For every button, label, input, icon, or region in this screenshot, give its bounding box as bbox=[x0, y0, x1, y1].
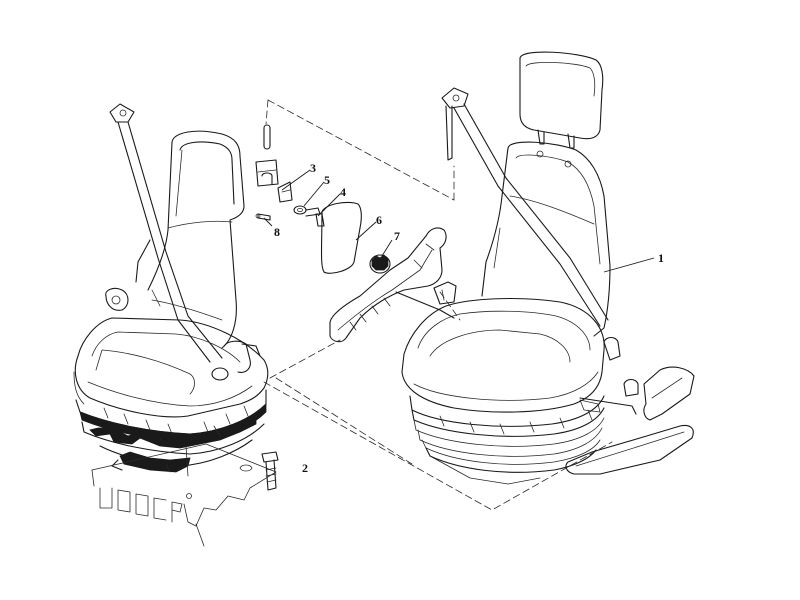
left-seat-belt bbox=[105, 103, 223, 363]
right-suspension bbox=[409, 395, 605, 485]
callout-5: 5 bbox=[324, 173, 330, 187]
assembled-seat bbox=[73, 103, 279, 547]
right-backrest bbox=[481, 141, 621, 361]
left-backrest bbox=[147, 130, 261, 381]
callout-8: 8 bbox=[274, 225, 280, 239]
top-pin bbox=[263, 124, 271, 150]
callout-4: 4 bbox=[340, 185, 346, 199]
callout-3: 3 bbox=[310, 161, 316, 175]
callout-6: 6 bbox=[376, 213, 382, 227]
knob-part-7 bbox=[369, 254, 391, 274]
callout-1: 1 bbox=[658, 251, 664, 265]
right-cushion bbox=[401, 297, 605, 413]
floor-plate bbox=[91, 443, 277, 547]
cover-part-6 bbox=[320, 201, 362, 274]
headrest bbox=[519, 51, 604, 149]
assembly-guide-lines bbox=[263, 99, 613, 511]
callout-7: 7 bbox=[394, 229, 400, 243]
exploded-seat bbox=[401, 51, 695, 485]
clip-part-3 bbox=[277, 181, 293, 203]
bushing bbox=[255, 159, 279, 187]
exploded-parts bbox=[255, 124, 457, 343]
left-cushion bbox=[73, 317, 269, 418]
callouts: 1 2 3 4 5 6 7 8 bbox=[274, 161, 664, 475]
screw-part-4 bbox=[315, 213, 325, 227]
pin-part-8 bbox=[255, 213, 271, 221]
slide-rail bbox=[565, 366, 695, 475]
adjust-lever bbox=[329, 227, 457, 343]
right-seat-belt bbox=[441, 87, 609, 327]
bolt-part-2 bbox=[261, 451, 279, 491]
left-suspension-base bbox=[75, 389, 267, 477]
callout-2: 2 bbox=[302, 461, 308, 475]
leader-lines bbox=[263, 169, 655, 273]
washer-part-5 bbox=[293, 205, 321, 217]
